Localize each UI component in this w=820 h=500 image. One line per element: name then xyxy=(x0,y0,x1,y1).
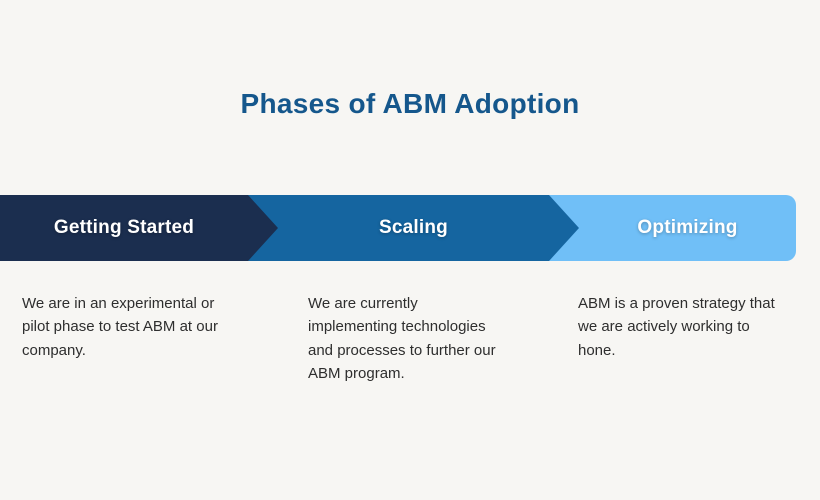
phase-label-scaling: Scaling xyxy=(379,217,448,238)
phase-band-getting-started xyxy=(0,195,248,261)
phase-description-optimizing: ABM is a proven strategy that we are act… xyxy=(578,295,775,359)
phase-band-optimizing xyxy=(549,195,796,261)
phase-label-optimizing: Optimizing xyxy=(637,217,738,238)
phase-description-getting-started: We are in an experimental or pilot phase… xyxy=(22,295,218,359)
phase-label-getting-started: Getting Started xyxy=(53,217,195,238)
phase-arrow-flow: Getting Started Scaling Optimizing xyxy=(0,195,796,261)
phase-description-scaling: We are currently implementing technologi… xyxy=(308,295,496,382)
phase-band-scaling xyxy=(248,195,549,261)
page-title: Phases of ABM Adoption xyxy=(240,88,580,119)
